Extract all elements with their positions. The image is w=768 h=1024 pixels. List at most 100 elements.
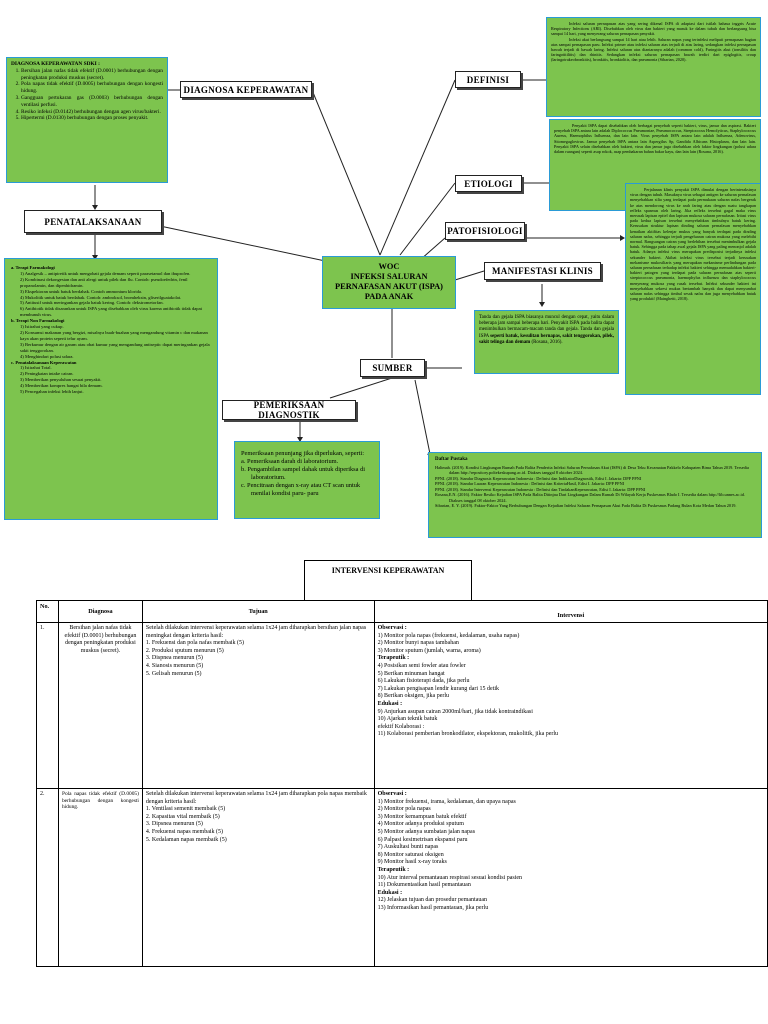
row-no: 1. (36, 622, 59, 789)
intervensi-line: 3) Monitor kemampuan batuk efektif (377, 813, 467, 820)
diagnosa-item: Resiko infeksi (D.0142) berhubungan deng… (21, 109, 163, 116)
patofisiologi-box: Perjalanan klinis penyakit ISPA dimulai … (625, 183, 761, 395)
pemeriksaan-item: a. Pemeriksaan darah di laboratorium. (241, 458, 339, 465)
etiologi-text: Penyakit ISPA dapat disebabkan oleh berb… (554, 123, 756, 155)
section-item: 2) Konsumsi makanan yang bergizi, misaln… (20, 329, 208, 341)
section-item: 4) Menghindari polusi udara. (20, 353, 74, 359)
pustaka-ref: PPNI. (2018). Standar Intervensi Keperaw… (435, 486, 646, 492)
diagnosa-item: Gangguan pertukaran gas (D.0003) berhubu… (21, 95, 163, 109)
row-tujuan: Setelah dilakukan intervensi keperawatan… (141, 622, 375, 789)
pustaka-ref: PPNI. (2018). Standar Luaran Keperawatan… (435, 481, 625, 486)
intervensi-line: Edukasi : (377, 700, 403, 707)
diagnosa-item: Bersihan jalan nafas tidak efektif (D.00… (21, 68, 163, 82)
center-line-1: WOC (378, 262, 400, 271)
definisi-box: Infeksi saluran pernapasan atas yang ser… (546, 17, 761, 117)
section-item: 2) Peningkatan intake cairan. (20, 371, 74, 377)
terapi-non-farmakologi-section: b. Terapi Non Farmakologi 1) Istirahat y… (11, 318, 211, 359)
section-item: 1) Analgesik – antipiretik untuk mengoba… (20, 270, 191, 276)
intervensi-line: 4) Monitor adanya produksi sputum (377, 821, 464, 828)
pustaka-title: Daftar Pustaka (435, 457, 468, 462)
manifestasi-bold: seperti batuk, kesulitan bernapas, sakit… (479, 333, 614, 345)
node-patofisiologi: PATOFISIOLOGI (445, 222, 525, 240)
intervensi-line: 11) Dokumentasikan hasil pemantauan (377, 882, 471, 889)
section-title: c. Penatalaksanaan Keperawatan (11, 359, 77, 365)
tujuan-item: 2. Kapasitas vital membaik (5) (145, 813, 220, 820)
intervensi-line: Observasi : (377, 625, 407, 631)
tujuan-item: 2. Produksi sputum menurun (5) (145, 647, 224, 654)
node-pemeriksaan: PEMERIKSAAN DIAGNOSTIK (222, 400, 356, 420)
pemeriksaan-box: Pemeriksaan penunjang jika diperlukan, s… (234, 441, 380, 519)
intervensi-line: 7) Auskultasi bunti napas (377, 844, 439, 851)
intervensi-line: 5) Monitor adanya sumbatan jalan napas (377, 828, 476, 835)
center-line-3: PERNAFASAN AKUT (ISPA) (335, 282, 443, 291)
tujuan-item: 3. Dipsnea menurun (5) (145, 821, 203, 828)
intervensi-line: Terapeutik : (377, 655, 410, 662)
definisi-p1: Infeksi saluran pernapasan atas yang ser… (551, 21, 756, 37)
header-no: No. (36, 600, 59, 623)
intervensi-line: 1) Monitor frekuensi, irama, kedalaman, … (377, 798, 516, 805)
row-diagnosa: Pola napas tidak efektif (D.0005) berhub… (57, 788, 143, 967)
pustaka-box: Daftar Pustaka Halimah. (2019). Kondisi … (428, 452, 762, 538)
penatalaksanaan-box: a. Terapi Farmakologi 1) Analgesik – ant… (4, 258, 218, 520)
intervensi-title: INTERVENSI KEPERAWATAN (304, 560, 472, 600)
intervensi-title-text: INTERVENSI KEPERAWATAN (331, 566, 445, 575)
pustaka-ref: Rosana,E.N. (2016). Faktor Resiko Kejadi… (435, 492, 745, 503)
diagnosa-box-title: DIAGNOSA KEPERAWATAN SDKI : (11, 61, 100, 67)
section-item: 4) Memberikan kompres hangat bila demam. (20, 383, 103, 389)
node-definisi: DEFINISI (455, 71, 521, 88)
section-item: 1) Istirahat yang cukup. (20, 324, 64, 330)
manifestasi-end: (Rosana, 2016). (530, 339, 563, 345)
pustaka-ref: Halimah. (2019). Kondisi Lingkungan Ruma… (435, 464, 749, 476)
node-etiologi: ETIOLOGI (455, 175, 522, 192)
tujuan-item: 4. Sianosis menurun (5) (145, 662, 204, 669)
intervensi-line: 6) Palpasi kesimetrisan ekspansi paru (377, 836, 468, 843)
tujuan-intro: Setelah dilakukan intervensi keperawatan… (145, 791, 367, 805)
manifestasi-box: Tanda dan gejala ISPA biasanya muncul de… (474, 310, 619, 374)
section-item: 3) Memberikan penyuluhan sesuai penyakit… (20, 377, 102, 383)
diagnosa-item: Pola napas tidak efektif (D.0005) berhub… (21, 81, 163, 95)
intervensi-line: Observasi : (377, 791, 407, 797)
node-penatalaksanaan: PENATALAKSANAAN (24, 210, 162, 233)
intervensi-line: Terapeutik : (377, 866, 410, 873)
section-item: 4) Mukolitik untuk batuk berdahak. Conto… (20, 294, 182, 300)
intervensi-line: 12) Jelaskan tujuan dan prosedur pemanta… (377, 897, 488, 904)
intervensi-line: 8) Berikan oksigen, jika perlu (377, 693, 450, 700)
intervensi-line: 11) Kolaborasi pemberian bronkodilator, … (377, 731, 559, 738)
intervensi-line: 8) Monitor saturasi oksigen (377, 851, 444, 858)
table-row: 1. Bersihan jalan nafas tidak efektif (D… (36, 622, 768, 789)
intervensi-line: 10) Atur interval pemantauan respirasi s… (377, 874, 523, 881)
header-tujuan: Tujuan (141, 600, 375, 623)
intervensi-line: 2) Monitor pola napas (377, 806, 431, 813)
pemeriksaan-item: b. Pengambilan sampel dahak untuk diperi… (241, 466, 366, 481)
intervensi-line: 3) Monitor sputum (jumlah, warna, aroma) (377, 647, 481, 654)
table-header-row: No. Diagnosa Tujuan Intervensi (36, 600, 768, 623)
intervensi-line: efektif Kolaborasi : (377, 723, 425, 730)
diagnosa-box: DIAGNOSA KEPERAWATAN SDKI : Bersihan jal… (6, 57, 168, 183)
node-diagnosa: DIAGNOSA KEPERAWATAN (180, 81, 312, 98)
terapi-farmakologi-section: a. Terapi Farmakologi 1) Analgesik – ant… (11, 265, 211, 318)
intervensi-line: 9) Anjurkan asupan cairan 2000ml/hari, j… (377, 708, 533, 715)
pemeriksaan-intro: Pemeriksaan penunjang jika diperlukan, s… (241, 450, 364, 457)
section-item: 5) Antitusif untuk meringankan gejala ba… (20, 300, 164, 306)
row-diagnosa: Bersihan jalan nafas tidak efektif (D.00… (57, 622, 143, 789)
center-line-2: INFEKSI SALURAN (350, 272, 428, 281)
patofisiologi-text: Perjalanan klinis penyakit ISPA dimulai … (630, 187, 756, 302)
section-item: 3) Ekspektoran untuk batuk berdahak. Con… (20, 288, 143, 294)
intervensi-line: 7) Lakukan pengisapan lendir kurang dari… (377, 685, 500, 692)
section-title: b. Terapi Non Farmakologi (11, 318, 65, 324)
penatalaksanaan-keperawatan-section: c. Penatalaksanaan Keperawatan 1) Istira… (11, 360, 211, 395)
intervensi-line: 1) Monitor pola napas (frekuensi, kedala… (377, 632, 520, 639)
pemeriksaan-item: c. Pencitraan dengan x-ray atau CT scan … (241, 482, 361, 497)
row-intervensi: Observasi :1) Monitor frekuensi, irama, … (373, 788, 768, 967)
manifestasi-text: Tanda dan gejala ISPA biasanya muncul de… (479, 315, 614, 339)
intervensi-line: 4) Posisikan semi fowler atau fowler (377, 662, 466, 669)
center-woc-box: WOC INFEKSI SALURAN PERNAFASAN AKUT (ISP… (322, 256, 456, 309)
tujuan-item: 5. Gelisah menurun (5) (145, 670, 202, 677)
intervensi-line: 13) Informasikan hasil pemantauan, jika … (377, 904, 489, 911)
section-item: 6) Antibiotik tidak disarankan untuk ISP… (20, 306, 202, 318)
section-item: 2) Kombinasi dekongestan dan anti alergi… (20, 276, 188, 288)
intervensi-line: Edukasi : (377, 889, 403, 896)
row-tujuan: Setelah dilakukan intervensi keperawatan… (141, 788, 375, 967)
tujuan-item: 4. Frekuensi napas membaik (5) (145, 828, 224, 835)
definisi-p2: Infeksi akut berlangsung sampai 14 hari … (551, 36, 756, 63)
